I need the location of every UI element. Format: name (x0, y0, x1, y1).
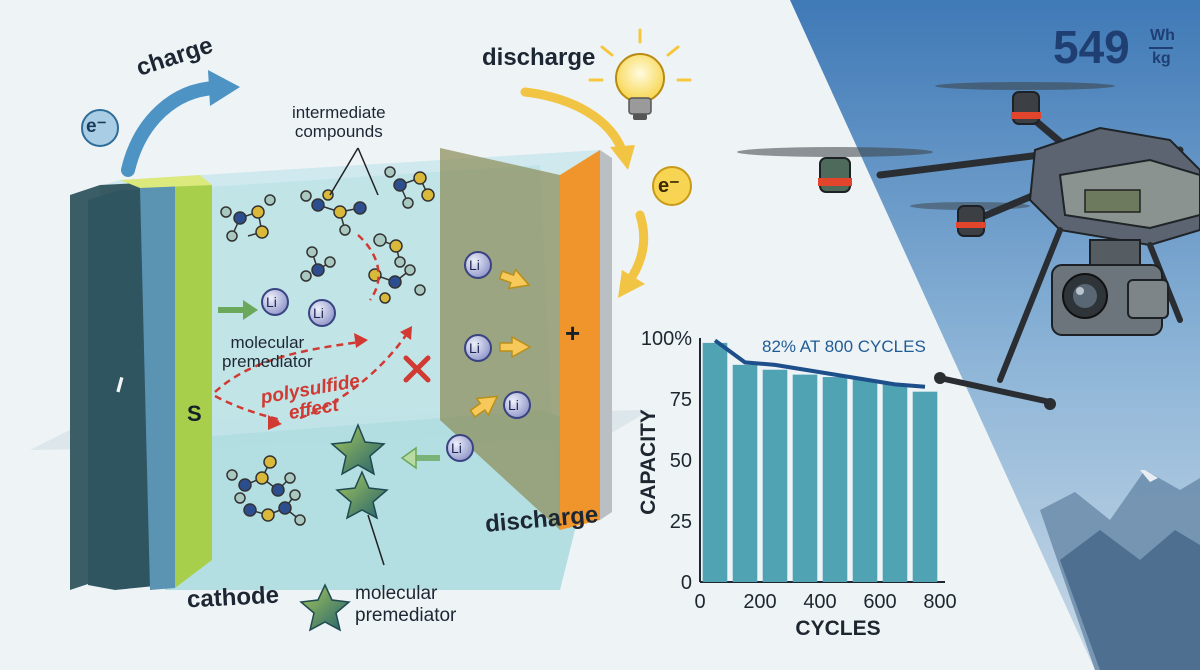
electron-yellow-label: e⁻ (658, 175, 680, 197)
li-ion-4 (464, 334, 492, 362)
cross-mark-icon (403, 355, 431, 383)
chart-x-axis-title: CYCLES (795, 617, 880, 640)
li-ion-5 (503, 391, 531, 419)
chart-bars (702, 342, 938, 582)
chart-x-tick-label: 800 (923, 591, 956, 613)
anode-panel (440, 148, 560, 530)
chart-bar (822, 377, 848, 582)
chart-bar (912, 391, 938, 582)
chart-bar (702, 342, 728, 582)
li-ion-2 (308, 299, 336, 327)
li-label-6: Li (451, 440, 462, 456)
green-arrow-2 (400, 446, 440, 470)
electron-blue-label: e⁻ (86, 116, 107, 137)
electron-blue (81, 109, 119, 147)
chart-y-tick-label: 50 (670, 450, 692, 472)
li-ion-3 (464, 251, 492, 279)
molecule-cluster-2 (300, 189, 367, 236)
molecular-premediator-legend-label: molecular premediator (355, 583, 457, 626)
chart-bar (882, 384, 908, 582)
capacity-trend-line (713, 338, 926, 389)
chart-x-tick-label: 200 (743, 591, 776, 613)
li-label-2: Li (313, 305, 324, 321)
star-1 (330, 423, 386, 476)
chart-y-tick-label: 0 (681, 572, 692, 594)
chart-bar (762, 369, 788, 582)
li-label-5: Li (508, 397, 519, 413)
chart-x-ticks: 0 200 400 600 800 (694, 591, 956, 613)
molecular-premediator-inner-label: molecular premediator (222, 333, 313, 371)
li-yellow-arrows (469, 268, 532, 418)
li-ion-6 (446, 434, 474, 462)
chart-bar (792, 374, 818, 582)
star-2 (335, 470, 389, 520)
chart-annotation: 82% AT 800 CYCLES (762, 337, 926, 356)
energy-density-unit-divider (1149, 47, 1173, 49)
anode-layer (560, 150, 600, 530)
cathode-label: cathode (186, 581, 280, 614)
chart-bar (732, 364, 758, 582)
discharge-arrow-mid (625, 210, 649, 285)
energy-density-unit-top: Wh (1150, 27, 1175, 44)
green-arrow-1 (218, 300, 258, 320)
chart-x-tick-label: 400 (803, 591, 836, 613)
cathode-green-layer (175, 185, 212, 588)
discharge-top-label: discharge (482, 44, 596, 71)
chart-bar (852, 379, 878, 582)
chart-y-tick-label: 100% (641, 328, 692, 350)
molecule-cluster-5 (368, 233, 426, 304)
molecule-cluster-4 (300, 246, 336, 282)
energy-density-unit-bottom: kg (1152, 50, 1171, 67)
chart-y-tick-label: 75 (670, 389, 692, 411)
li-ion-1 (261, 288, 289, 316)
molecule-cluster-3 (384, 166, 435, 209)
li-label-1: Li (266, 294, 277, 310)
li-label-3: Li (469, 257, 480, 273)
plus-sign: + (565, 318, 581, 348)
cathode-blue-layer (140, 186, 175, 590)
star-legend (299, 583, 351, 632)
chart-y-axis-title: CAPACITY (637, 409, 660, 515)
chart-x-tick-label: 600 (863, 591, 896, 613)
drone-illustration (737, 82, 1200, 410)
intermediate-compounds-label: intermediate compounds (292, 103, 386, 141)
chart-x-tick-label: 0 (694, 591, 705, 613)
charge-arrow (121, 81, 222, 177)
chart-y-tick-label: 25 (670, 511, 692, 533)
molecule-cluster-1 (220, 194, 276, 242)
discharge-arrow-top (520, 87, 627, 155)
chart-y-ticks: 0 25 50 75 100% (641, 328, 692, 594)
light-bulb-icon (588, 28, 692, 120)
energy-density-value: 549 (1053, 21, 1130, 73)
sulfur-label: S (187, 401, 202, 426)
molecule-cluster-6 (226, 455, 296, 497)
molecule-cluster-7 (234, 489, 306, 526)
electron-yellow (652, 166, 692, 206)
li-label-4: Li (469, 340, 480, 356)
